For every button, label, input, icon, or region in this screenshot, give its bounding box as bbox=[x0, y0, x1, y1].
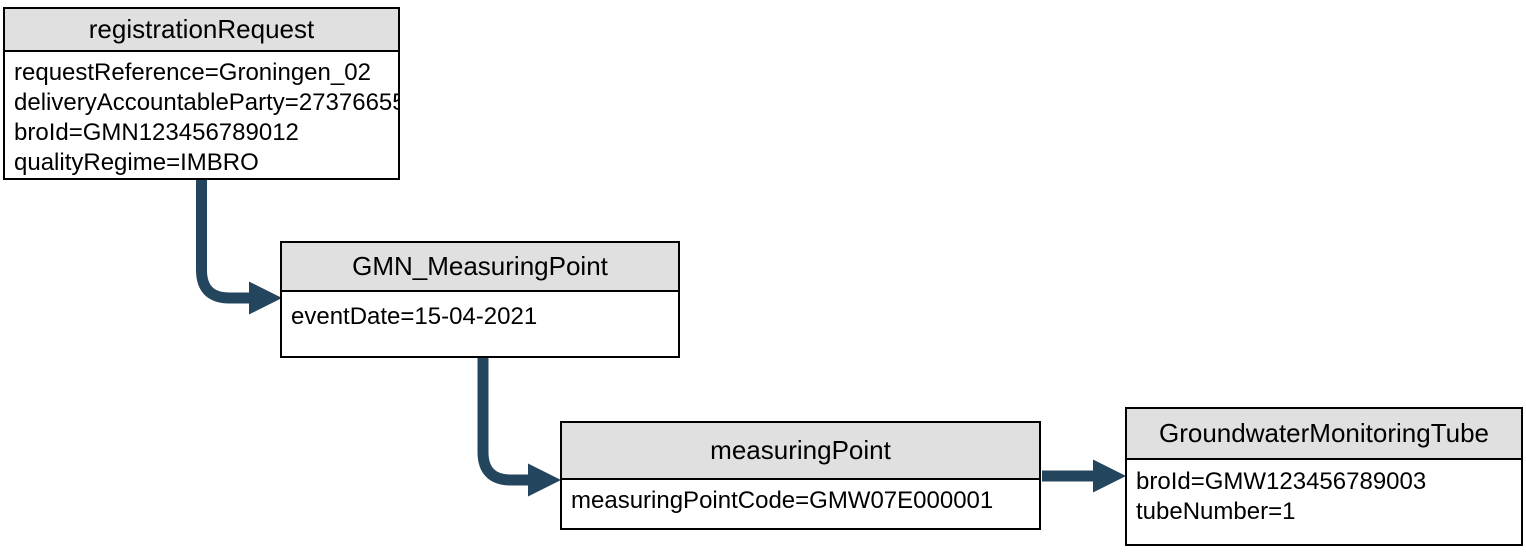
node-title-label: GroundwaterMonitoringTube bbox=[1159, 418, 1489, 448]
node-attribute-line: broId=GMW123456789003 bbox=[1136, 468, 1427, 495]
node-title-label: measuringPoint bbox=[710, 435, 891, 465]
node-attribute-line: deliveryAccountableParty=27376655 bbox=[14, 89, 398, 116]
elbow-connector-line bbox=[196, 179, 250, 304]
node-attributes: broId=GMW123456789003 tubeNumber=1 bbox=[1127, 460, 1521, 527]
node-title: GroundwaterMonitoringTube bbox=[1127, 409, 1521, 460]
node-attributes: measuringPointCode=GMW07E000001 bbox=[562, 480, 1039, 516]
node-title: measuringPoint bbox=[562, 423, 1039, 480]
arrow-registration-request-to-gmn-measuring-point bbox=[196, 179, 282, 315]
node-attribute-line: eventDate=15-04-2021 bbox=[291, 303, 538, 330]
arrowhead-icon bbox=[1093, 459, 1126, 493]
elbow-connector-line bbox=[477, 357, 529, 486]
arrowhead-icon bbox=[528, 463, 561, 497]
node-attributes: requestReference=Groningen_02 deliveryAc… bbox=[5, 52, 398, 178]
node-attribute-line: requestReference=Groningen_02 bbox=[14, 59, 371, 86]
node-attributes: eventDate=15-04-2021 bbox=[282, 292, 678, 332]
arrow-gmn-measuring-point-to-measuring-point bbox=[477, 357, 561, 497]
node-title: GMN_MeasuringPoint bbox=[282, 243, 678, 292]
node-gmn-measuring-point: GMN_MeasuringPoint eventDate=15-04-2021 bbox=[280, 241, 680, 358]
node-attribute-line: tubeNumber=1 bbox=[1136, 498, 1296, 525]
node-registration-request: registrationRequest requestReference=Gro… bbox=[3, 7, 400, 180]
node-attribute-line: broId=GMN123456789012 bbox=[14, 119, 299, 146]
node-title-label: registrationRequest bbox=[88, 14, 315, 44]
node-attribute-line: qualityRegime=IMBRO bbox=[14, 149, 259, 176]
arrow-measuring-point-to-groundwater-monitoring-tube bbox=[1042, 459, 1126, 493]
arrowhead-icon bbox=[249, 281, 282, 315]
node-title-label: GMN_MeasuringPoint bbox=[352, 251, 608, 281]
node-title: registrationRequest bbox=[5, 9, 398, 52]
node-groundwater-monitoring-tube: GroundwaterMonitoringTube broId=GMW12345… bbox=[1125, 407, 1523, 546]
node-measuring-point: measuringPoint measuringPointCode=GMW07E… bbox=[560, 421, 1041, 530]
node-attribute-line: measuringPointCode=GMW07E000001 bbox=[571, 487, 994, 514]
